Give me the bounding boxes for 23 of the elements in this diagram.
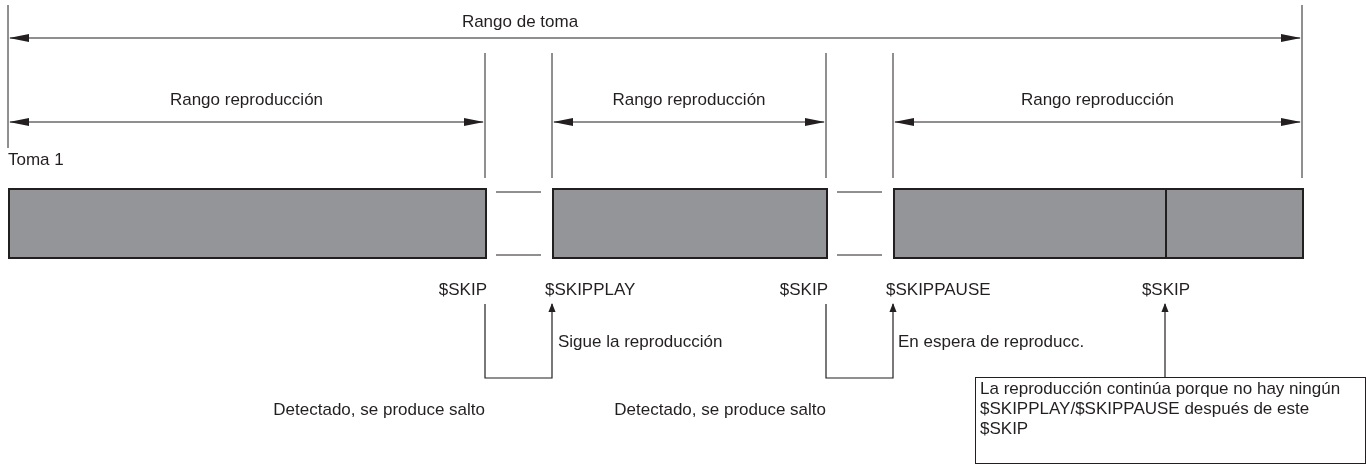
text-label: Rango reproducción <box>611 90 767 110</box>
recording-segment-bar <box>552 188 828 259</box>
marker-label: $SKIP <box>425 280 487 300</box>
marker-label: $SKIP <box>766 280 828 300</box>
marker-label: $SKIP <box>1137 280 1195 300</box>
text-label: Detectado, se produce salto <box>613 400 826 420</box>
text-label: Rango reproducción <box>1019 90 1176 110</box>
note-text: La reproducción continúa porque no hay ningún $SKIPPLAY/$SKIPPAUSE después de este $SKIP <box>980 379 1341 438</box>
marker-label: $SKIPPAUSE <box>886 280 1026 300</box>
text-label: Detectado, se produce salto <box>272 400 485 420</box>
recording-segment-bar <box>1165 188 1304 259</box>
text-label: Sigue la reproducción <box>558 332 724 352</box>
recording-segment-bar <box>8 188 487 259</box>
text-label: Rango de toma <box>460 12 580 32</box>
jump-arrow <box>484 303 556 379</box>
recording-segment-bar <box>893 188 1167 259</box>
text-label: Toma 1 <box>8 150 65 170</box>
jump-arrow <box>825 303 897 379</box>
jump-arrow <box>1161 303 1169 378</box>
marker-label: $SKIPPLAY <box>545 280 665 300</box>
note-box <box>975 377 1366 464</box>
text-label: En espera de reproducc. <box>898 332 1086 352</box>
text-label: Rango reproducción <box>168 90 325 110</box>
